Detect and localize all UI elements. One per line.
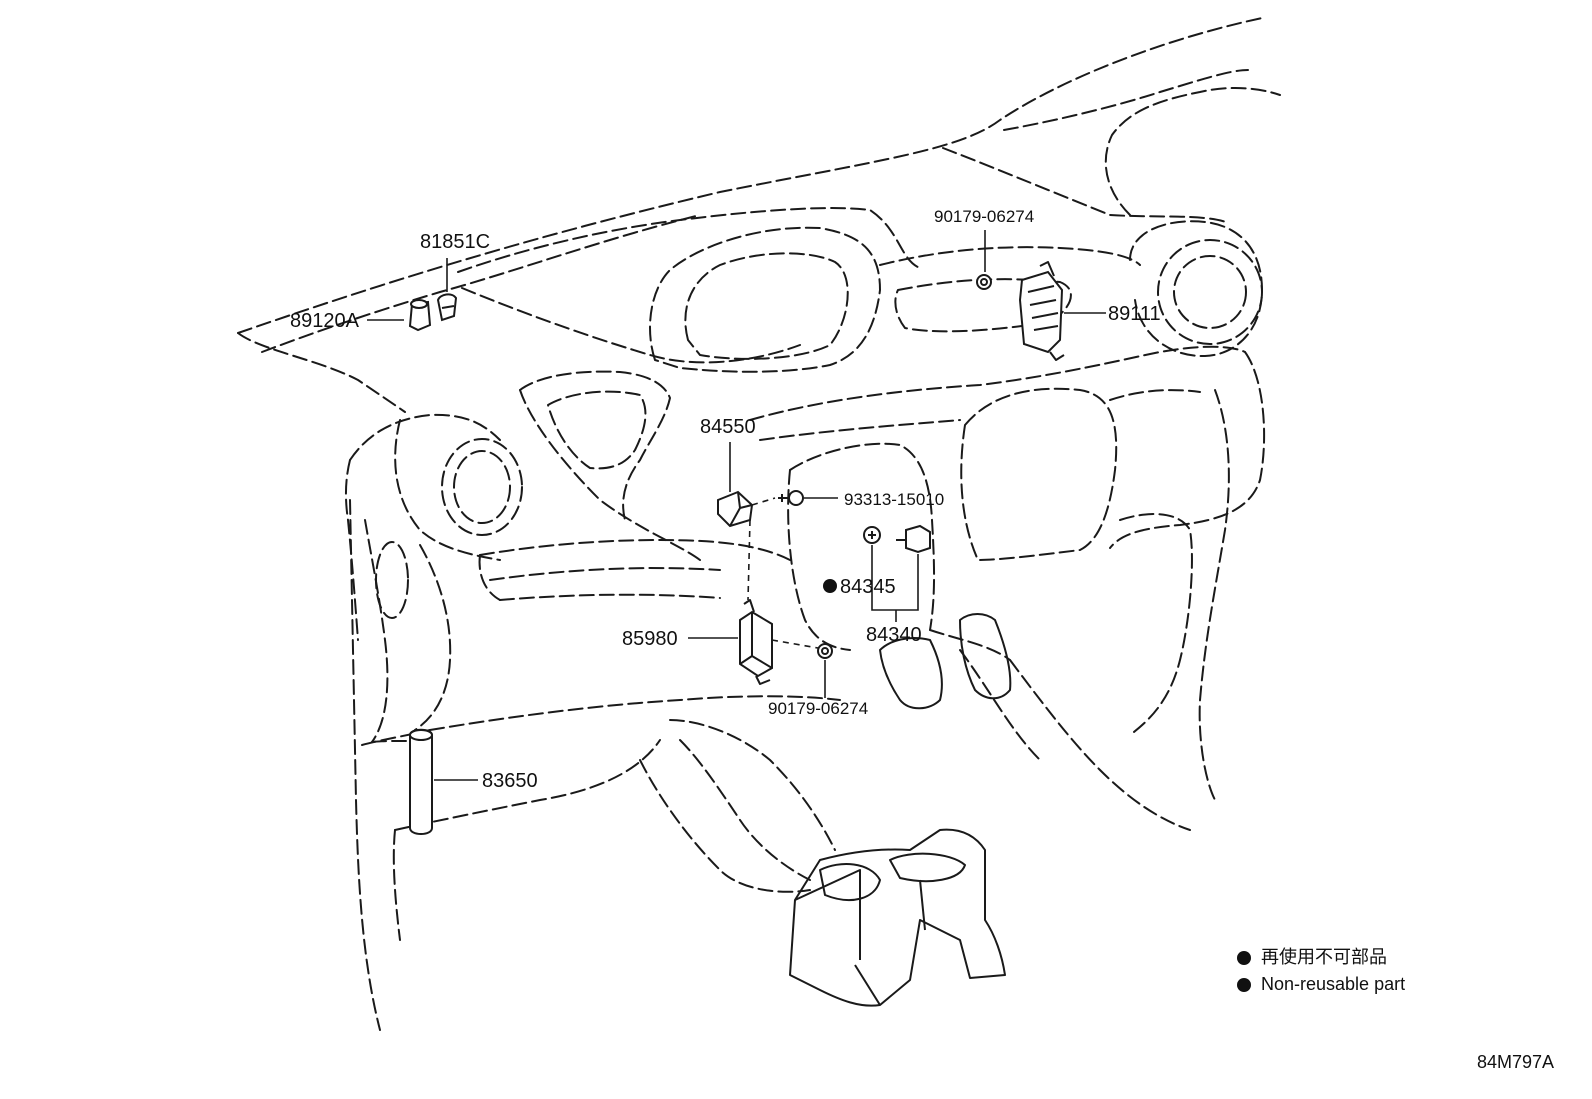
label-83650: 83650 [482, 770, 538, 792]
label-90179-top: 90179-06274 [934, 207, 1034, 226]
legend-dot-icon [1237, 950, 1251, 965]
label-81851c: 81851C [420, 231, 490, 253]
label-89120a: 89120A [290, 310, 360, 332]
part-81851c-bulb[interactable] [436, 293, 458, 322]
part-83650-cylinder[interactable] [409, 728, 433, 835]
legend-row-jp: 再使用不可部品 [1237, 944, 1405, 971]
label-85980: 85980 [622, 628, 678, 650]
instrument-panel-outline [237, 17, 1281, 1031]
legend-text-jp: 再使用不可部品 [1261, 947, 1387, 967]
label-93313: 93313-15010 [844, 490, 944, 509]
part-90179-nut-top[interactable] [976, 274, 992, 290]
label-89111: 89111 [1108, 303, 1161, 325]
leader-lines [367, 230, 1106, 781]
legend-dot-icon [1237, 977, 1251, 992]
legend: 再使用不可部品 Non-reusable part [1237, 944, 1405, 998]
label-90179-bottom: 90179-06274 [768, 699, 868, 718]
part-84340-socket[interactable] [896, 524, 931, 554]
part-84550-switch[interactable] [717, 490, 754, 528]
label-84340: 84340 [866, 624, 922, 646]
callout-labels: 81851C 89120A 90179-06274 89111 84550 93… [290, 207, 1161, 792]
legend-row-en: Non-reusable part [1237, 971, 1405, 998]
label-84345: 84345 [840, 576, 896, 598]
label-84550: 84550 [700, 416, 756, 438]
part-89111-module[interactable] [1018, 261, 1065, 361]
non-reusable-dot-84345 [823, 579, 837, 593]
part-85980-module[interactable] [739, 599, 773, 685]
part-90179-nut-bottom[interactable] [817, 643, 833, 659]
diagram-reference-code: 84M797A [1476, 1052, 1554, 1072]
console-cup-holder [789, 828, 1006, 1007]
legend-text-en: Non-reusable part [1261, 974, 1406, 994]
part-89120a-clip[interactable] [408, 299, 432, 332]
part-93313-bulb[interactable] [778, 490, 804, 506]
part-84345-bulb[interactable] [863, 526, 881, 544]
